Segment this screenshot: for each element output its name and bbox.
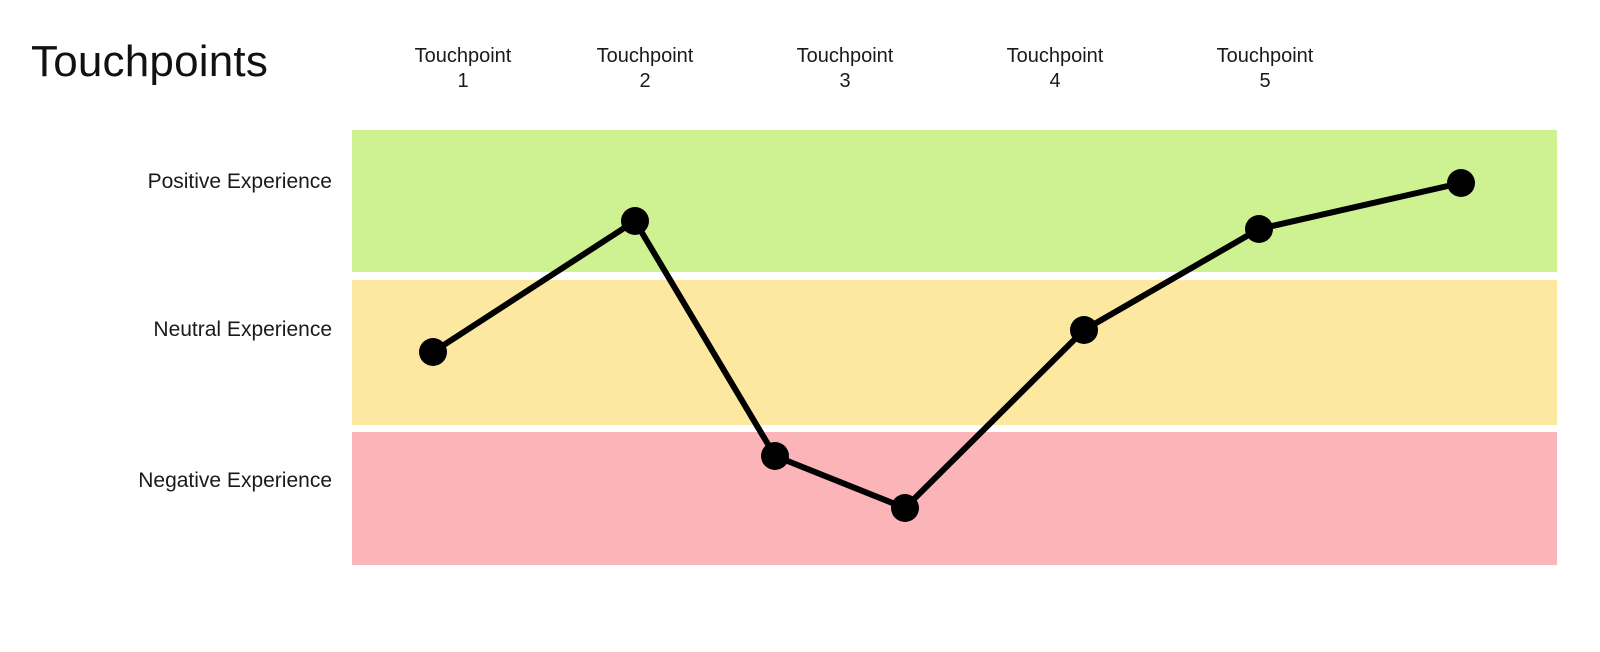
column-header-4: Touchpoint 4	[960, 44, 1150, 94]
column-header-3: Touchpoint 3	[750, 44, 940, 94]
column-header-1: Touchpoint 1	[368, 44, 558, 94]
row-label-0: Positive Experience	[147, 170, 332, 193]
column-header-name: Touchpoint	[1216, 45, 1314, 67]
data-point-1[interactable]	[419, 338, 447, 366]
column-header-name: Touchpoint	[1006, 45, 1104, 67]
column-header-number: 3	[839, 70, 851, 92]
column-header-number: 5	[1259, 70, 1271, 92]
column-header-name: Touchpoint	[414, 45, 512, 67]
row-label-1: Neutral Experience	[153, 318, 332, 341]
experience-band-2	[352, 432, 1557, 565]
page-title: Touchpoints	[31, 37, 269, 86]
column-header-number: 4	[1049, 70, 1061, 92]
column-header-2: Touchpoint 2	[550, 44, 740, 94]
column-header-name: Touchpoint	[596, 45, 694, 67]
column-header-name: Touchpoint	[796, 45, 894, 67]
column-header-5: Touchpoint 5	[1170, 44, 1360, 94]
data-point-2[interactable]	[621, 207, 649, 235]
data-point-5[interactable]	[1070, 316, 1098, 344]
experience-band-0	[352, 130, 1557, 272]
data-point-7[interactable]	[1447, 169, 1475, 197]
data-point-3[interactable]	[761, 442, 789, 470]
experience-band-1	[352, 280, 1557, 425]
row-label-2: Negative Experience	[138, 469, 332, 492]
column-header-number: 2	[639, 70, 651, 92]
data-point-6[interactable]	[1245, 215, 1273, 243]
journey-markers	[419, 169, 1475, 522]
data-point-4[interactable]	[891, 494, 919, 522]
column-header-number: 1	[457, 70, 469, 92]
